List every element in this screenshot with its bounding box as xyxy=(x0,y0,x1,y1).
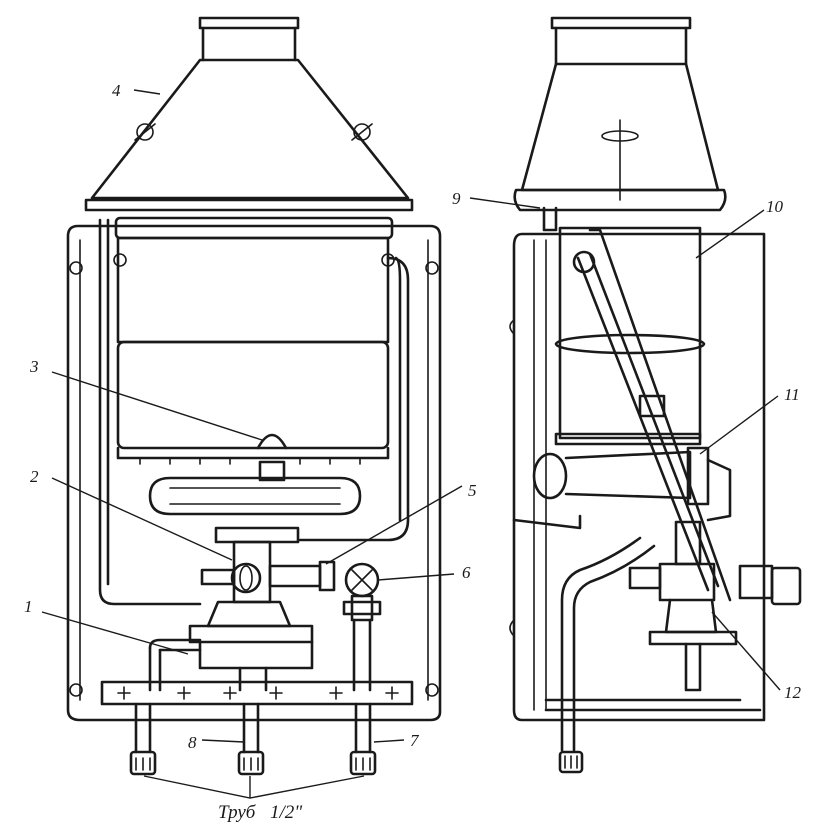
labels: 4 3 2 1 5 6 8 7 9 10 11 12 Труб 1/2" xyxy=(24,81,802,823)
label-2: 2 xyxy=(30,467,39,486)
label-1: 1 xyxy=(24,597,33,616)
side-view xyxy=(509,16,802,774)
label-12: 12 xyxy=(784,683,802,702)
label-7: 7 xyxy=(410,731,420,750)
mounting-plate xyxy=(100,680,414,706)
label-4: 4 xyxy=(112,81,121,100)
label-6: 6 xyxy=(462,563,471,582)
label-10: 10 xyxy=(766,197,784,216)
side-casing xyxy=(512,232,766,722)
label-8: 8 xyxy=(188,733,197,752)
caption-pipe: Труб xyxy=(218,802,257,823)
label-3: 3 xyxy=(29,357,39,376)
casing xyxy=(66,224,442,722)
front-view xyxy=(66,16,442,776)
label-9: 9 xyxy=(452,189,461,208)
draft-hood xyxy=(90,58,410,200)
label-5: 5 xyxy=(468,481,477,500)
leader-lines xyxy=(41,89,781,799)
burner xyxy=(148,476,362,516)
label-11: 11 xyxy=(784,385,800,404)
gas-valve xyxy=(214,526,300,544)
caption-pipe-size: 1/2" xyxy=(270,802,303,823)
